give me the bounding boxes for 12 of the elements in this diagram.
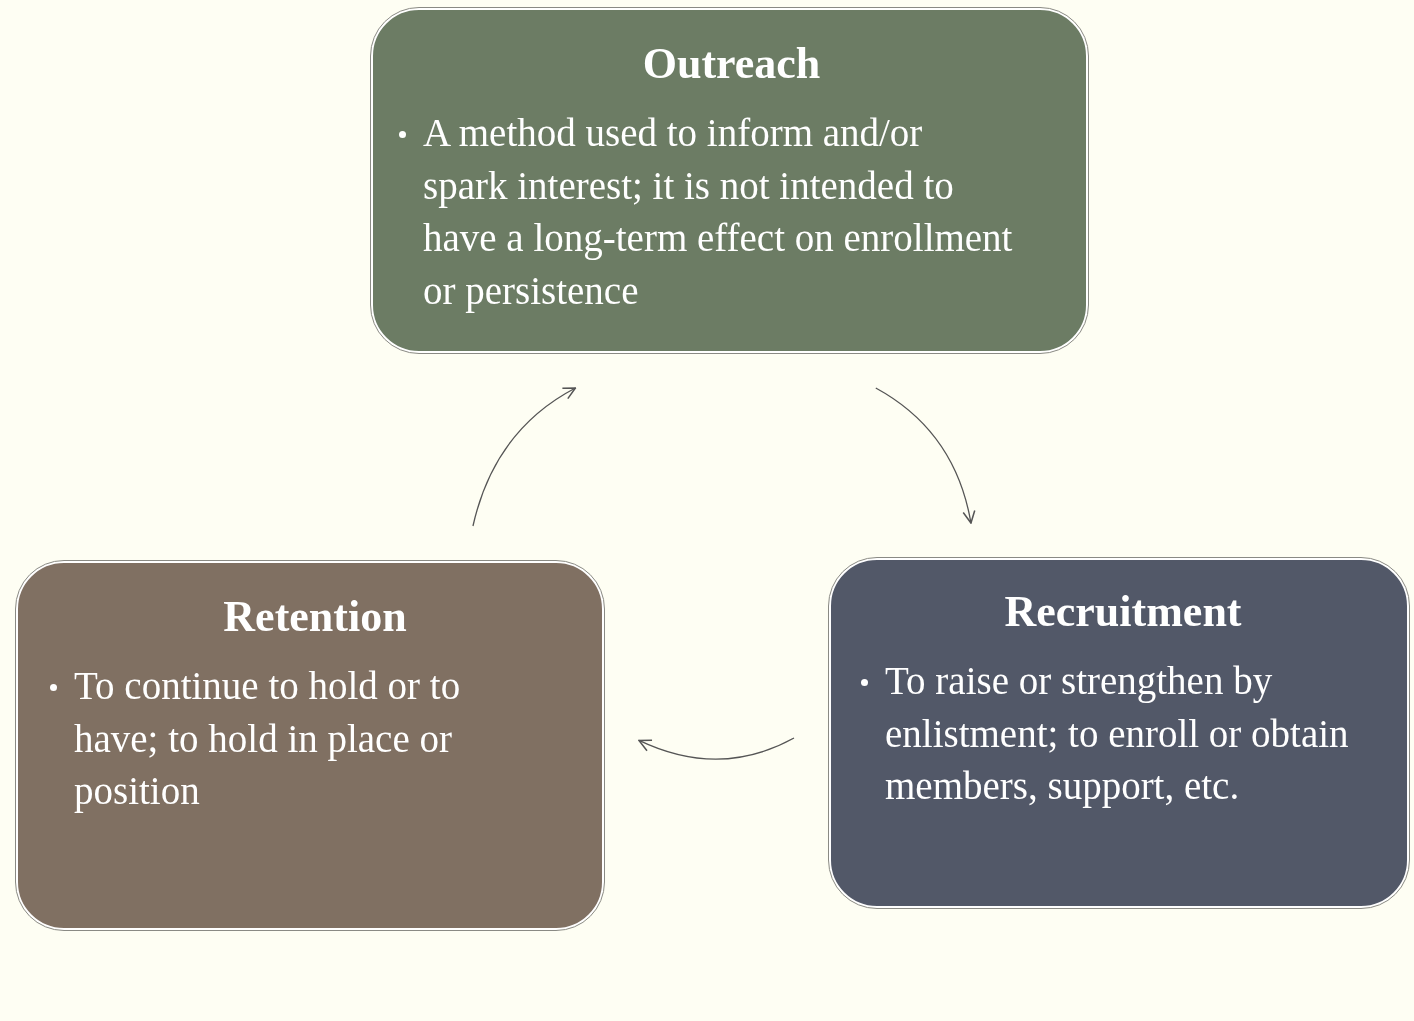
- curved-arrow: [638, 737, 795, 760]
- box-title: Retention: [222, 591, 408, 642]
- bullet-text: To continue to hold or to have; to hold in place or position: [48, 660, 539, 818]
- bullet-text: A method used to inform and/or spark interest; it is not intended to have a long-term effect on enrollment or persistence: [397, 107, 1013, 318]
- box-title: Outreach: [641, 38, 822, 89]
- bullet-text: To raise or strengthen by enlistment; to enroll or obtain members, support, etc.: [859, 655, 1355, 813]
- process-box: [16, 561, 604, 930]
- curved-arrow: [875, 387, 976, 524]
- curved-arrow: [472, 387, 577, 527]
- process-box: [829, 558, 1409, 908]
- process-box: [371, 8, 1088, 353]
- box-title: Recruitment: [1003, 586, 1243, 637]
